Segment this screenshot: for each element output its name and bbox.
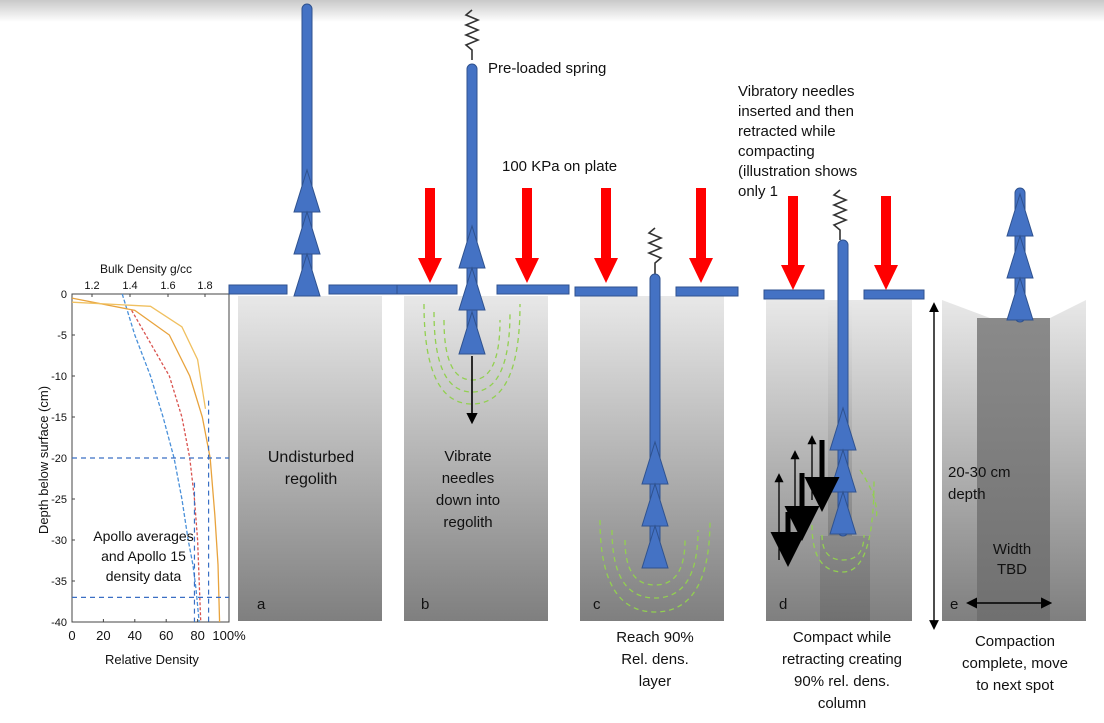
regolith-column-a [238,296,382,621]
x-tick-label: 80 [190,628,204,643]
y-tick-label: -35 [51,576,67,588]
top-tick-label: 1.2 [84,280,99,292]
panel-letter-d: d [779,596,788,613]
panel-e [929,187,1086,630]
series-line-3 [71,301,207,409]
compacted-column-e [977,318,1050,621]
needle-b-cones [458,224,486,355]
compacted-column-d [820,536,870,621]
panel-a [228,3,402,621]
y-tick-label: -25 [51,494,67,506]
panel-letter-a: a [257,596,266,613]
top-tick-label: 1.4 [122,280,137,292]
panel-d [763,189,925,621]
panel-b [396,9,570,621]
panel-letter-c: c [593,596,601,613]
y-tick-label: -40 [51,617,67,629]
spring-c [646,227,664,275]
preloaded-spring-label: Pre-loaded spring [488,60,607,77]
chart-top-axis-label: Bulk Density g/cc [100,262,193,276]
top-shadow [0,0,1104,22]
chart-y-axis-label: Depth below surface (cm) [36,385,51,535]
needle-a-cones [293,168,321,297]
panel-letter-b: b [421,596,430,613]
regolith-column-d-left [766,300,828,621]
pressure-arrows-d [781,196,898,290]
chart-lines [71,293,229,623]
needle-e-cones [1006,192,1034,321]
x-tick-label: 20 [96,628,110,643]
y-tick-label: -10 [51,371,67,383]
plate-b-right [496,284,570,295]
plate-b-left [396,284,458,295]
pressure-arrows-b [418,188,539,283]
spring-d [831,189,849,240]
chart-ticks: 0 20 40 60 80 100% 0 -5 -10 -15 -20 -25 -30 -35 -40 1.2… [51,280,246,643]
y-tick-label: -20 [51,453,67,465]
series-line-0 [121,293,200,623]
y-tick-label: 0 [61,289,67,301]
vibration-waves-d [811,469,878,573]
top-tick-label: 1.6 [160,280,175,292]
pressure-arrows-c [594,188,713,283]
y-tick-label: -5 [57,330,67,342]
series-line-2 [71,297,221,623]
plate-c-left [574,286,638,297]
x-tick-label: 60 [159,628,173,643]
panel-letter-e: e [950,596,959,613]
y-tick-label: -15 [51,412,67,424]
plate-d-left [763,289,825,300]
plate-a-right [328,284,402,295]
top-tick-label: 1.8 [197,280,212,292]
spring-b [463,9,481,60]
plate-c-right [675,286,739,297]
x-tick-label: 0 [68,628,75,643]
panel-c [574,188,739,621]
x-tick-label: 40 [128,628,142,643]
vibration-waves-c [599,519,711,613]
reach-label: Reach 90%Rel. dens.layer [616,629,694,690]
plate-a-left [228,284,288,295]
density-chart: 0 20 40 60 80 100% 0 -5 -10 -15 -20 -25 -30 -35 -40 1.2… [51,280,246,643]
motion-arrows-d [770,435,840,567]
chart-x-axis-label: Relative Density [105,652,199,667]
x-tick-label: 100% [212,628,246,643]
plate-d-right [863,289,925,300]
needle-c-cones [641,440,669,569]
y-tick-label: -30 [51,535,67,547]
pressure-label: 100 KPa on plate [502,158,618,175]
